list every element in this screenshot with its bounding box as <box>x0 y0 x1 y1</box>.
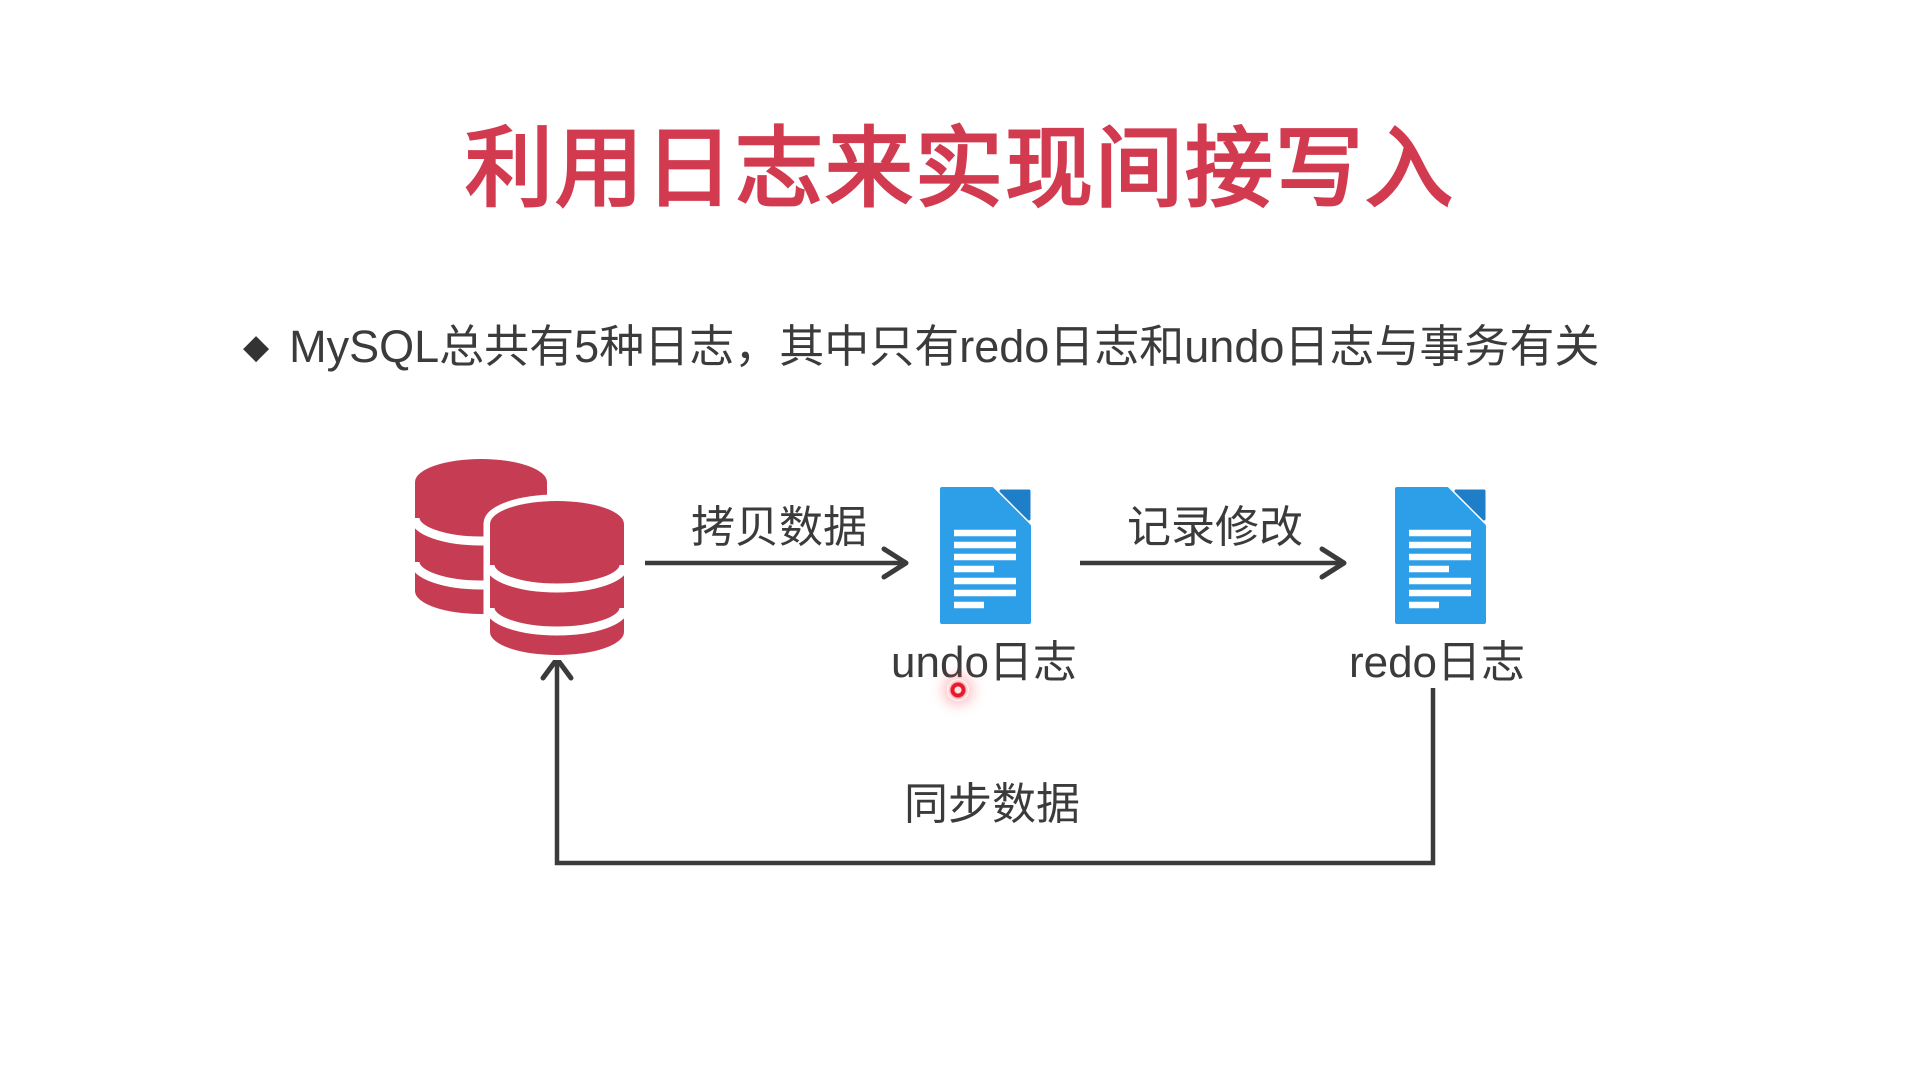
bullet-diamond-icon: ◆ <box>243 328 270 366</box>
bullet-text: MySQL总共有5种日志，其中只有redo日志和undo日志与事务有关 <box>289 321 1600 372</box>
database-icon <box>410 459 628 660</box>
arrow-sync-data <box>554 662 1436 866</box>
undo-log-document-icon <box>940 487 1031 624</box>
arrow-copy-data-head <box>881 546 909 580</box>
slide-title: 利用日志来实现间接写入 <box>464 119 1455 218</box>
redo-log-label: redo日志 <box>1348 638 1526 687</box>
undo-log-label: undo日志 <box>891 638 1077 687</box>
flow-label-sync-data: 同步数据 <box>904 780 1080 829</box>
bullet-line: ◆ MySQL总共有5种日志，其中只有redo日志和undo日志与事务有关 <box>243 318 1599 376</box>
laser-pointer-dot-icon <box>947 679 969 701</box>
flow-label-record-changes: 记录修改 <box>1127 503 1303 552</box>
arrow-record-changes-head <box>1319 546 1347 580</box>
flow-label-copy-data: 拷贝数据 <box>691 503 867 552</box>
redo-log-document-icon <box>1395 487 1486 624</box>
